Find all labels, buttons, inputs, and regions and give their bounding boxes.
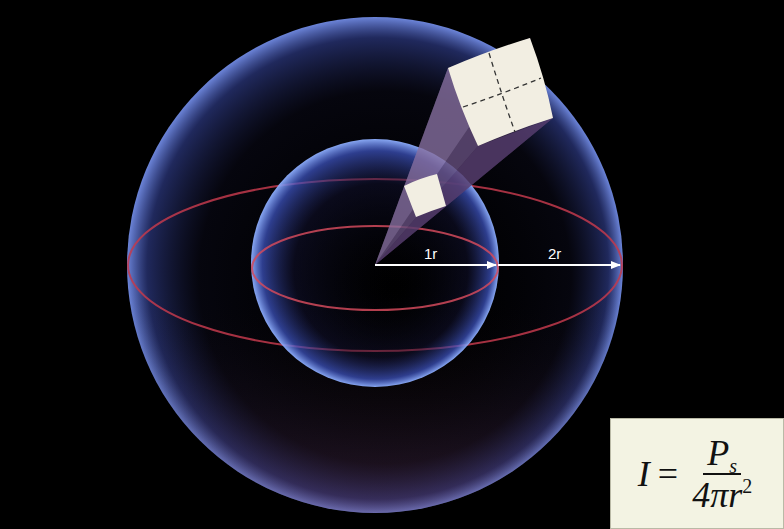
outer-patch <box>448 38 553 146</box>
patch-divider <box>463 78 541 107</box>
numerator: Ps <box>703 435 741 475</box>
outer-sphere <box>127 17 623 513</box>
radius-arrow <box>375 264 496 266</box>
power-symbol: P <box>707 433 729 473</box>
inner-patch <box>404 174 446 217</box>
subscript: s <box>729 455 737 477</box>
exponent: 2 <box>742 475 752 497</box>
denominator-text: 4πr <box>692 475 742 515</box>
radius-arrow <box>498 264 620 266</box>
radius-label: 2r <box>548 246 561 261</box>
inner-equator <box>252 226 498 310</box>
formula-box: I=Ps4πr2 <box>610 418 784 529</box>
formula: I=Ps4πr2 <box>611 419 783 528</box>
patch-divider <box>489 53 515 132</box>
denominator: 4πr2 <box>688 475 756 513</box>
pyramid-face <box>375 38 553 265</box>
equals-wrap: = <box>658 453 678 495</box>
pyramid <box>375 38 553 265</box>
equals-sign: = <box>658 454 678 494</box>
radius-label: 1r <box>424 246 437 261</box>
fraction: Ps4πr2 <box>688 435 756 513</box>
intensity-symbol: I <box>638 453 650 495</box>
outer-sphere-shade <box>127 17 623 513</box>
